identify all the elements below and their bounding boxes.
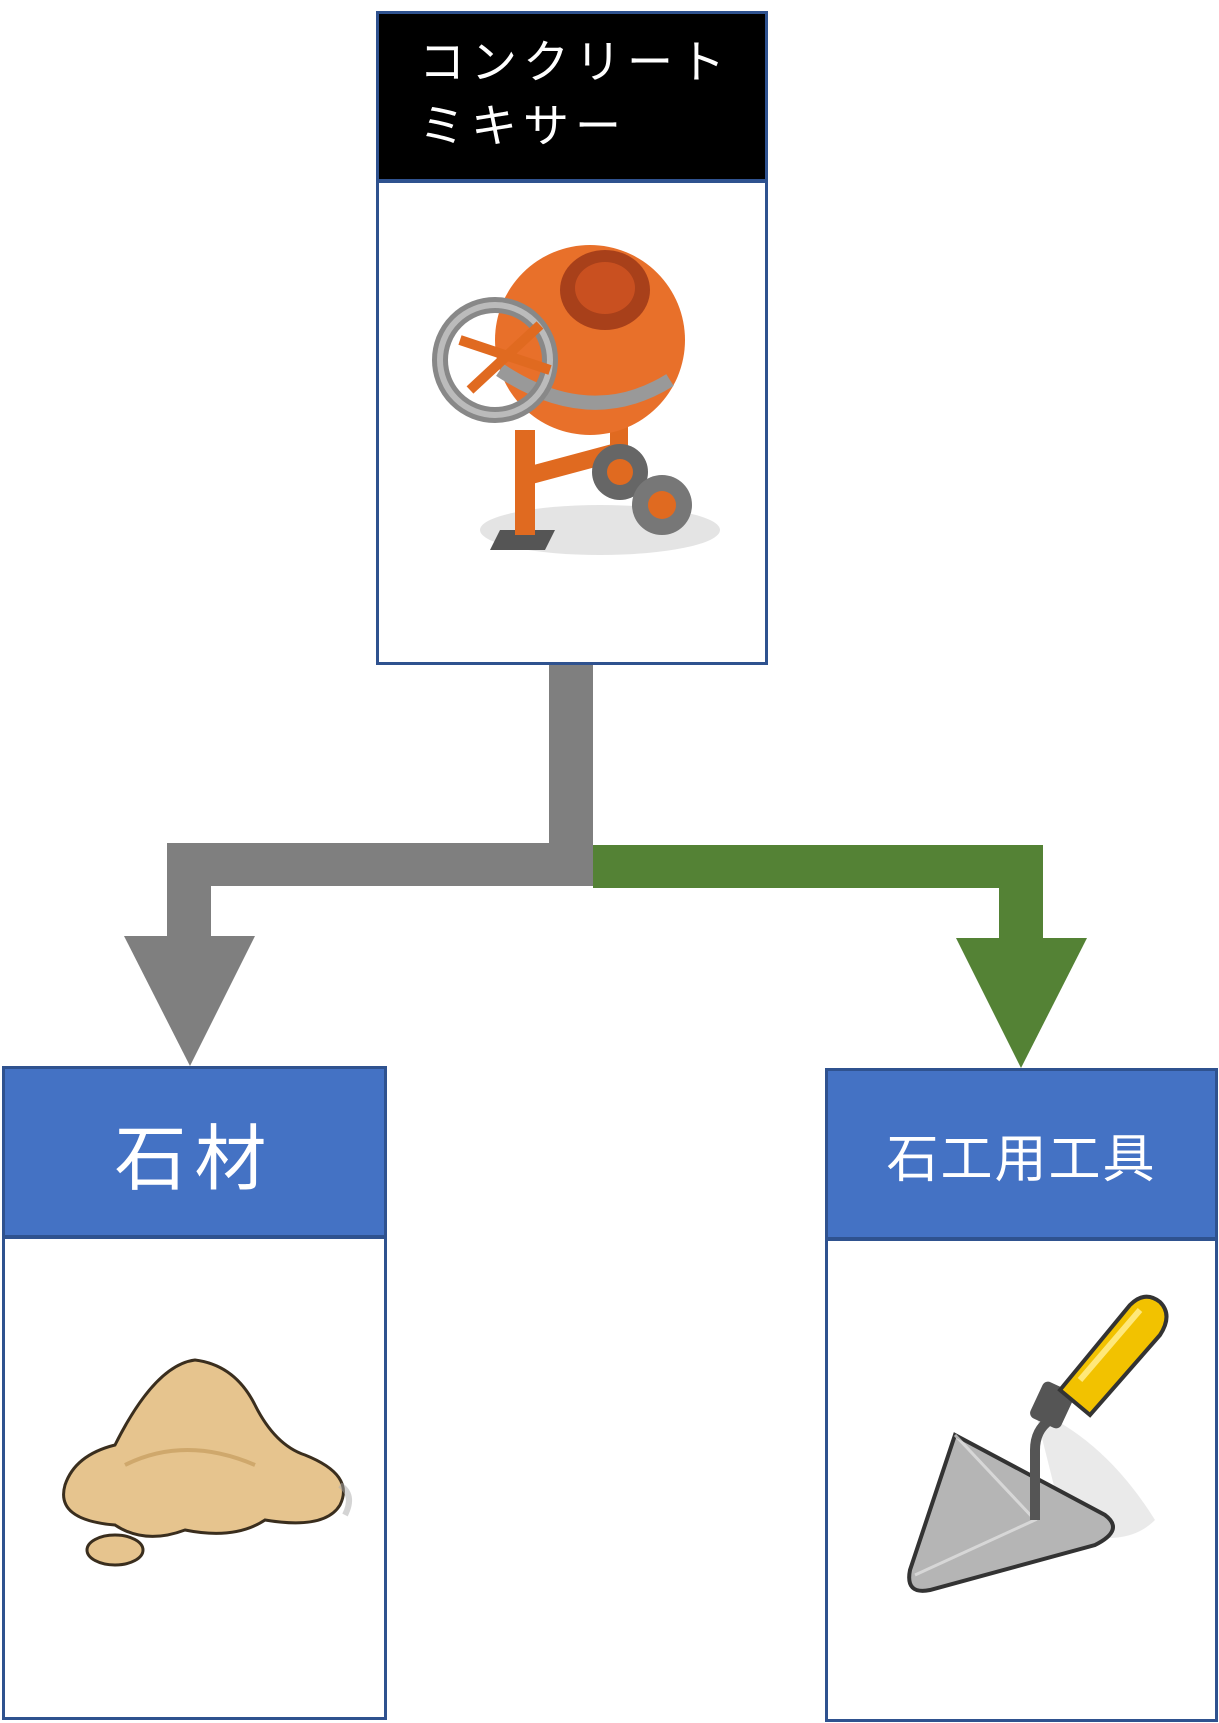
sand-pile-icon	[62, 1358, 352, 1567]
trowel-icon	[907, 1294, 1169, 1593]
left-branch-line	[167, 843, 593, 886]
stone-material-header: 石材	[2, 1066, 387, 1238]
concrete-mixer-title-line2: ミキサー	[419, 99, 627, 153]
concrete-mixer-title-line1: コンクリート	[419, 35, 731, 89]
concrete-mixer-icon	[432, 245, 720, 555]
right-drop-line	[999, 845, 1043, 940]
masonry-tools-header: 石工用工具	[825, 1068, 1218, 1240]
left-drop-line	[167, 843, 211, 938]
left-arrowhead	[124, 936, 255, 1066]
right-branch-line	[593, 845, 1043, 888]
right-arrowhead	[956, 938, 1087, 1068]
concrete-mixer-header: コンクリート ミキサー	[376, 11, 768, 182]
